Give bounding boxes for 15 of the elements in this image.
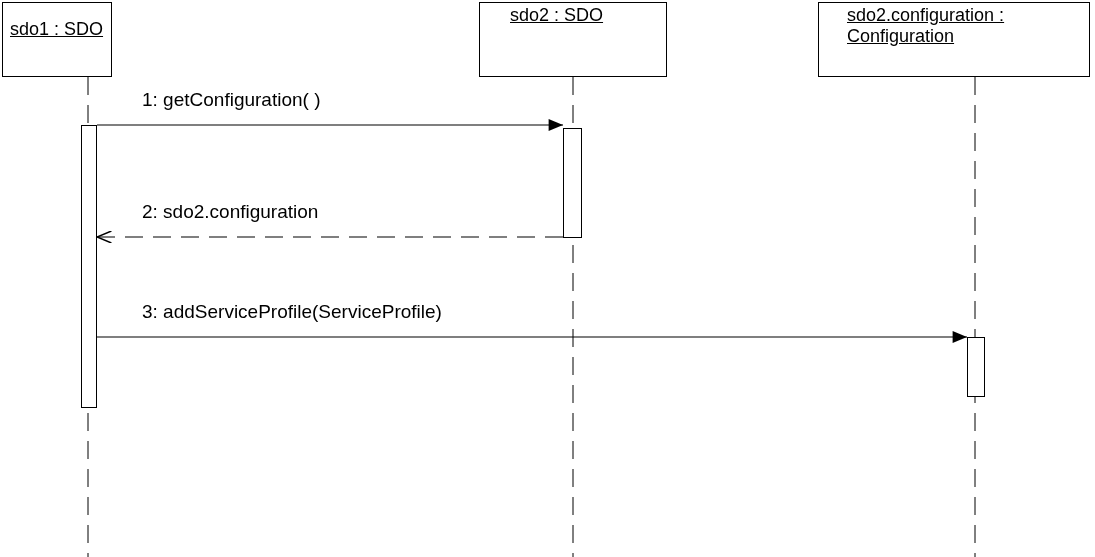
message-label: 2: sdo2.configuration	[142, 201, 319, 223]
object-box	[479, 2, 667, 77]
return-message-arrow	[96, 230, 564, 244]
activation-bar	[81, 125, 97, 408]
activation-bar	[967, 337, 985, 397]
object-box	[818, 2, 1090, 77]
object-name: sdo2.configuration : Configuration	[847, 5, 1006, 47]
object-name: sdo2 : SDO	[510, 5, 605, 26]
message-label: 3: addServiceProfile(ServiceProfile)	[142, 301, 442, 323]
object-box	[2, 2, 112, 77]
object-name: sdo1 : SDO	[10, 19, 105, 40]
message-label: 1: getConfiguration( )	[142, 89, 321, 111]
activation-bar	[563, 128, 582, 238]
message-arrow	[96, 119, 564, 131]
message-arrow	[96, 331, 968, 343]
